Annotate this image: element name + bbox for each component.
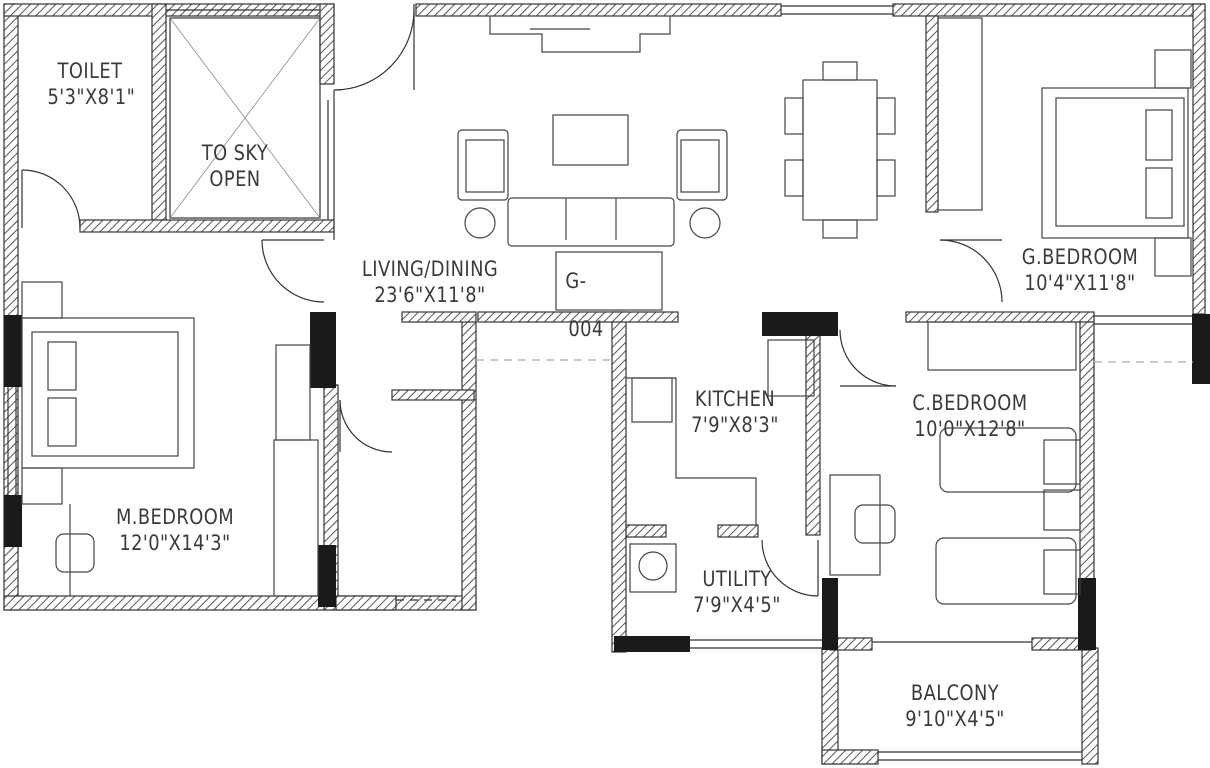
room-size: OPEN [209,167,261,191]
room-name: LIVING/DINING [361,257,499,281]
room-name: C.BEDROOM [912,391,1028,415]
room-name: TOILET [57,59,123,83]
room-size: 10'4"X11'8" [1024,271,1136,295]
room-label-toilet: TOILET 5'3"X8'1" [47,58,136,110]
room-name: TO SKY [201,141,269,165]
columns [4,312,1210,652]
room-name: M.BEDROOM [115,505,235,529]
room-label-kitchen: KITCHEN 7'9"X8'3" [680,386,791,438]
room-label-open-to-sky: TO SKY OPEN [188,140,282,192]
room-size: 7'9"X8'3" [691,413,779,437]
room-size: 12'0"X14'3" [119,531,231,555]
room-size: 10'0"X12'8" [914,417,1026,441]
windows-and-lines [7,5,1193,761]
unit-code-line1: G- [565,269,587,293]
room-label-balcony: BALCONY 9'10"X4'5" [891,680,1019,732]
room-label-living-dining: LIVING/DINING 23'6"X11'8" [345,256,515,308]
room-label-m-bedroom: M.BEDROOM 12'0"X14'3" [103,504,248,556]
room-name: UTILITY [702,567,772,591]
room-size: 7'9"X4'5" [693,593,781,617]
room-name: BALCONY [910,681,1000,705]
room-size: 23'6"X11'8" [374,283,486,307]
room-label-g-bedroom: G.BEDROOM 10'4"X11'8" [1004,244,1157,296]
room-name: G.BEDROOM [1021,245,1139,269]
room-size: 5'3"X8'1" [47,85,136,109]
walls [3,3,1206,765]
room-label-utility: UTILITY 7'9"X4'5" [682,566,793,618]
doors [21,4,1003,597]
room-label-c-bedroom: C.BEDROOM 10'0"X12'8" [894,390,1047,442]
room-size: 9'10"X4'5" [905,707,1005,731]
room-name: KITCHEN [694,387,776,411]
unit-code-line2: 004 [568,317,604,341]
furniture [21,16,1192,605]
